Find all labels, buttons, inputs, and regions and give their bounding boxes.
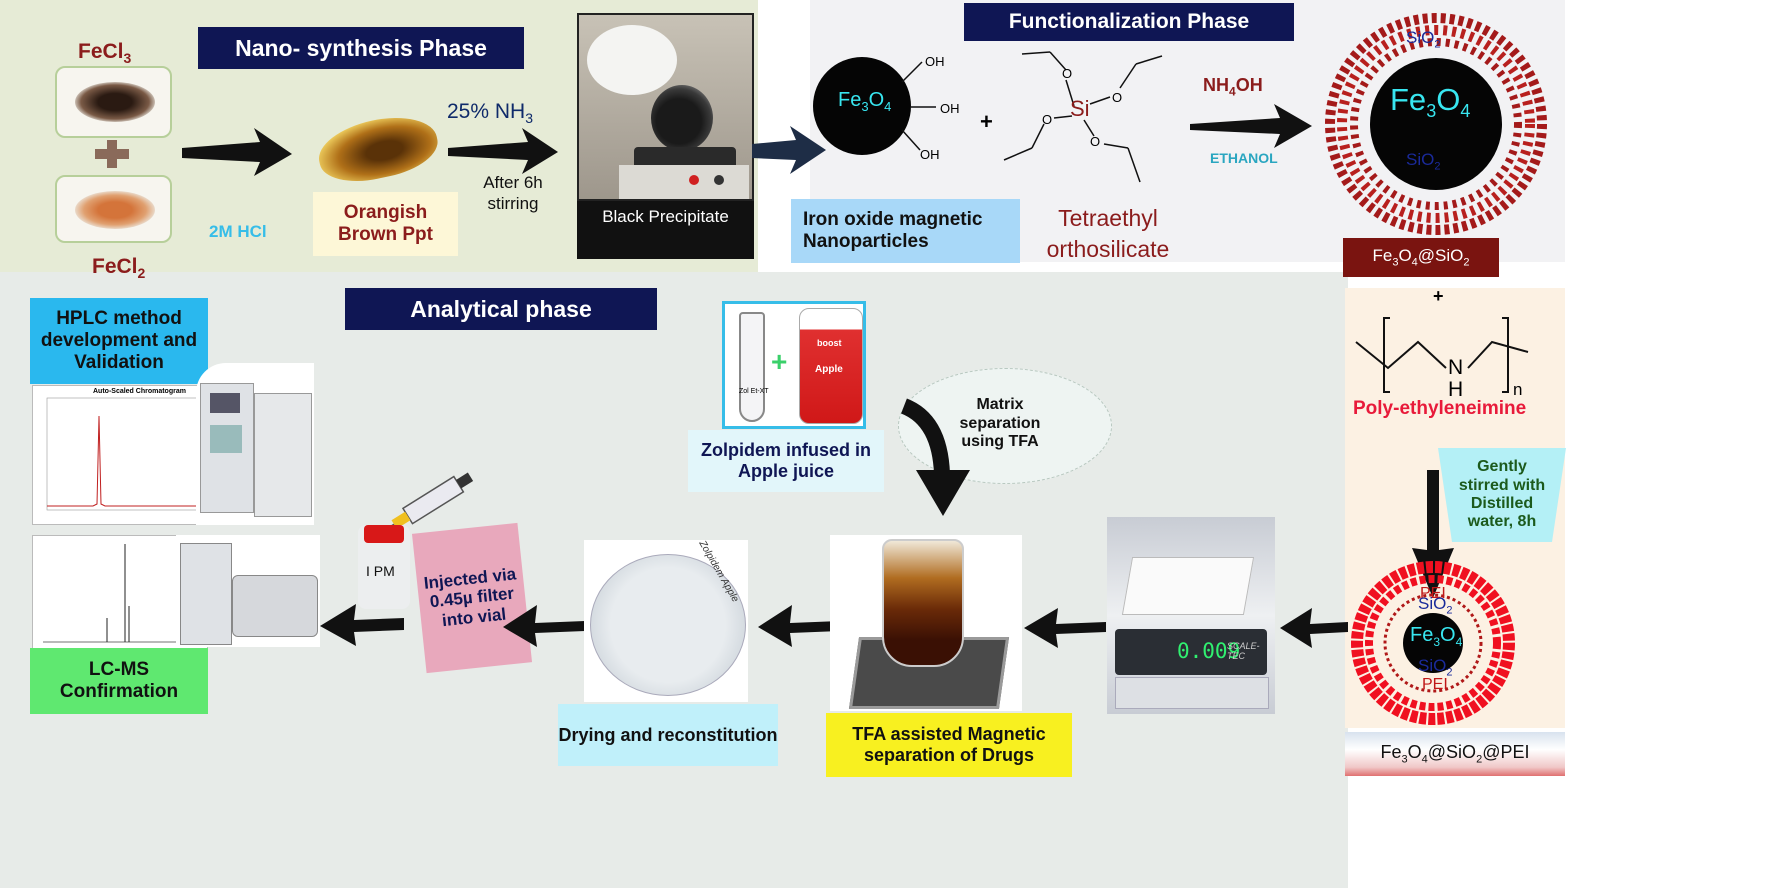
zolpidem-photo: Zol Et-XT + boost Apple [722,301,866,429]
tfa-sep-label: TFA assisted Magnetic separation of Drug… [826,713,1072,777]
reactor-photo [577,13,754,201]
fecl3-label: FeCl3 [78,40,132,67]
curved-arrow-matrix [900,398,970,516]
stirred-label: Gently stirred with Distilled water, 8h [1458,458,1546,531]
hplc-chromatogram: Auto-Scaled Chromatogram [32,385,204,525]
arrow-1 [182,128,292,176]
scale-brand: SCALE-TEC [1227,641,1260,661]
sio2-bottom: SiO2 [1406,150,1441,173]
fe3o4-big-label: Fe3O4 [1390,82,1471,122]
teos-structure [1003,51,1163,183]
fe3o4-core [813,57,911,155]
orange-ppt-label: Orangish Brown Ppt [313,192,458,256]
pack-brand: boost [817,338,842,348]
stirred-box-bg [1438,448,1566,542]
arrow-to-scale [1280,608,1348,648]
fecl2-label: FeCl2 [92,255,146,282]
hplc-label: HPLC method development and Validation [30,298,208,384]
oh-3: OH [920,147,940,162]
syringe [390,472,474,529]
pei-sub-n: n [1513,380,1523,399]
lcms-instrument [176,535,320,647]
chrom-title: Auto-Scaled Chromatogram [93,388,186,395]
analytical-title: Analytical phase [345,288,657,330]
fecl3-photo [55,66,172,138]
iron-oxide-label: Iron oxide magnetic Nanoparticles [791,199,1020,263]
teos-o-2: O [1112,90,1123,105]
fe3o4-sio2-label: Fe3O4@SiO2 [1343,238,1499,277]
teos-o-3: O [1042,112,1053,127]
scale-photo: 0.009 SCALE-TEC [1107,517,1275,714]
arrow-to-tfa [1024,608,1106,648]
pei-structure [1355,317,1529,393]
scale-reading: 0.009 [1177,639,1241,663]
fecl2-photo [55,175,172,243]
hcl-label: 2M HCl [209,222,267,241]
oh-bonds [901,61,936,151]
sio2-top: SiO2 [1406,28,1441,51]
fe3o4-core-label: Fe3O4 [838,89,892,114]
after-stirring-label: After 6h stirring [483,173,543,214]
hplc-instrument [196,363,314,525]
matrix-label: Matrix separation using TFA [959,396,1041,451]
final-particle-label: Fe3O4@SiO2@PEI [1345,732,1565,776]
zolpidem-plus: + [771,346,788,377]
teos-o-4: O [1090,134,1101,149]
teos-o-1: O [1062,66,1073,81]
nh3-label: 25% NH3 [447,100,533,127]
orange-ppt-photo [313,108,443,190]
zolpidem-label: Zolpidem infused in Apple juice [688,430,884,492]
nh4oh-label: NH4OH [1203,75,1263,99]
fe3o4-sio2-particle [1325,13,1547,235]
teos-si: Si [1070,96,1090,121]
pei-n: N [1448,356,1464,379]
arrow-to-drying [758,605,840,647]
flask-label: Zol Et-XT [739,388,769,395]
arrow-func [1190,104,1312,148]
final-particle-text: Fe3O4@SiO2@PEI [1380,741,1530,766]
oh-1: OH [925,54,945,69]
pack-label: Apple [815,364,843,375]
vial-label: I PM [366,563,395,579]
ethanol-label: ETHANOL [1210,150,1278,166]
plus-sign-vertical [107,140,117,168]
lcms-label: LC-MS Confirmation [30,648,208,714]
plus-pei: + [1433,286,1444,306]
sio2-pei-bottom: SiO2 [1418,656,1453,679]
magnetic-separation-photo [830,535,1022,711]
arrow-2 [448,128,558,174]
synthesis-title: Nano- synthesis Phase [198,27,524,69]
drying-dish-photo: Zolpidem Apple [584,540,748,702]
drying-label: Drying and reconstitution [558,704,778,766]
pei-h: H [1448,378,1464,401]
pei-top-text: PEI [1420,585,1446,602]
pei-name: Poly-ethyleneimine [1353,398,1527,419]
fe3o4-pei-core: Fe3O4 [1410,624,1463,649]
arrow-to-lcms [320,604,404,646]
fe3o4-sio2-pei-particle [1351,561,1515,725]
pei-bottom-text: PEI [1422,676,1448,693]
plus-func: + [980,109,993,134]
vial-photo: I PM [358,525,410,609]
fe3o4-sio2-text: Fe3O4@SiO2 [1372,245,1470,269]
arrow-3 [752,126,826,174]
chrom-trace [46,397,200,511]
functionalization-title: Functionalization Phase [964,3,1294,41]
sio2-pei-top: SiO2 [1418,594,1453,617]
injected-label: Injected via 0.45µ filter into vial [411,522,533,674]
arrow-to-injected [503,605,585,647]
black-ppt-label: Black Precipitate [577,201,754,259]
oh-2: OH [940,101,960,116]
